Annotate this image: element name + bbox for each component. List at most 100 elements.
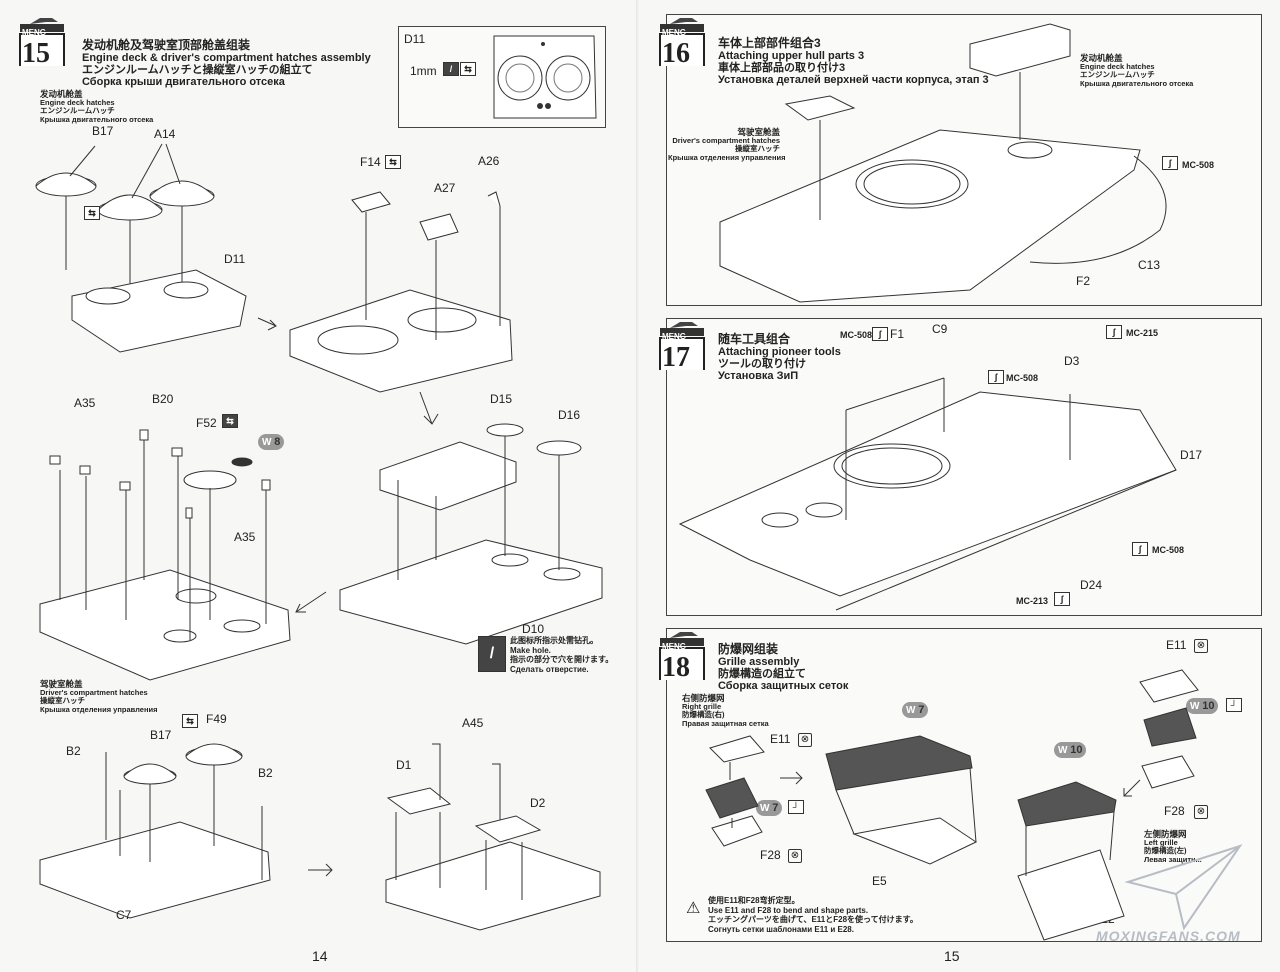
bend-icon: ʃ <box>988 370 1004 384</box>
sub-jp: エンジンルームハッチ <box>1080 70 1155 79</box>
flip-icon: ⇆ <box>84 206 100 220</box>
watermark-plane-icon <box>1124 844 1243 931</box>
part-e11: E11 <box>770 732 791 746</box>
d11-part-outline <box>493 35 597 119</box>
bend-icon: ʃ <box>1132 542 1148 556</box>
brand-label: MENG <box>22 28 46 37</box>
drill-icon: / <box>443 62 459 76</box>
note-en: Make hole. <box>510 645 551 655</box>
page-number: 14 <box>312 948 328 964</box>
part-c13: C13 <box>1138 258 1161 272</box>
paint-number: 7 <box>772 802 779 814</box>
hole-note: 此图标所指示处需钻孔。 Make hole. 指示の部分で穴を開けます。 Сде… <box>510 636 613 674</box>
meng-logo-step-15 <box>19 18 65 66</box>
paint-badge-w7: W 7 <box>756 800 783 816</box>
title-ru: Установка ЗиП <box>718 370 799 382</box>
sub-ru: Правая защитная сетка <box>682 718 769 728</box>
title-jp: 防爆構造の組立て <box>718 668 806 680</box>
sub-en: Driver's compartment hatches <box>672 135 780 145</box>
remove-icon: ⊗ <box>1194 639 1208 653</box>
paint-number: 10 <box>1070 744 1083 756</box>
mc-213-label: MC-213 <box>1016 596 1049 606</box>
sub-jp: 防爆構造(右) <box>682 710 725 719</box>
bend-icon: ʃ <box>1162 156 1178 170</box>
drill-size-label: 1mm <box>410 64 437 78</box>
title-en: Attaching upper hull parts 3 <box>718 50 865 62</box>
part-a35-second: A35 <box>234 530 256 544</box>
note-ru: Согнуть сетки шаблонами E11 и E28. <box>708 924 854 934</box>
title-ru: Сборка крыши двигательного отсека <box>82 76 285 88</box>
sub-jp: 操縦室ハッチ <box>735 144 780 153</box>
step-number: 15 <box>22 38 50 69</box>
part-b20: B20 <box>152 392 174 406</box>
part-a35: A35 <box>74 396 96 410</box>
part-b17: B17 <box>92 124 114 138</box>
flip-icon: ⇆ <box>182 714 198 728</box>
part-f28: F28 <box>760 848 781 862</box>
sub-en: Driver's compartment hatches <box>40 687 148 697</box>
right-grille-subtitle: 右侧防爆网 Right grille 防爆構造(右) Правая защитн… <box>682 694 769 728</box>
mc-215-label: MC-215 <box>1126 328 1159 338</box>
drill-hole-icon: / <box>478 636 506 672</box>
title-jp: 車体上部部品の取り付け3 <box>718 62 846 74</box>
sub-cn: 驾驶室舱盖 <box>40 679 83 689</box>
left-grille-subtitle: 左侧防爆网 Left grille 防爆構造(左) Левая защитн..… <box>1144 830 1202 864</box>
d11-detail-label: D11 <box>404 32 426 46</box>
part-a26: A26 <box>478 154 500 168</box>
paint-badge-w8: W 8 <box>258 434 285 450</box>
part-e11-second: E11 <box>1166 638 1187 652</box>
part-b2: B2 <box>66 744 81 758</box>
title-ru: Установка деталей верхней части корпуса,… <box>718 74 989 86</box>
paint-badge-w10-second: W 10 <box>1186 698 1219 714</box>
bend-icon: ʃ <box>872 327 888 341</box>
part-f49: F49 <box>206 712 227 726</box>
sub-jp: 防爆構造(左) <box>1144 846 1187 855</box>
part-f52: F52 <box>196 416 217 430</box>
step-title: 防爆网组装 Grille assembly 防爆構造の組立て Сборка за… <box>718 642 848 692</box>
flip-icon: ⇆ <box>222 414 238 428</box>
sub-ru: Крышка отделения управления <box>40 704 158 714</box>
note-ru: Сделать отверстие. <box>510 664 589 674</box>
brand-label: MENG <box>662 28 686 37</box>
part-f1: F1 <box>890 327 905 341</box>
step-number: 16 <box>662 38 690 69</box>
flip-icon: ⇆ <box>385 155 401 169</box>
step-title: 发动机舱及驾驶室顶部舱盖组装 Engine deck & driver's co… <box>82 38 371 88</box>
title-jp: エンジンルームハッチと操縦室ハッチの組立て <box>82 64 313 76</box>
step-title: 车体上部部件组合3 Attaching upper hull parts 3 車… <box>718 36 989 86</box>
part-c9: C9 <box>932 322 948 336</box>
mc-508-label: MC-508 <box>1182 160 1215 170</box>
note-en: Use E11 and F28 to bend and shape parts. <box>708 905 869 915</box>
part-d15: D15 <box>490 392 513 406</box>
remove-icon: ⊗ <box>798 733 812 747</box>
part-c7: C7 <box>116 908 132 922</box>
step-number: 17 <box>662 342 690 373</box>
note-cn: 使用E11和F28弯折定型。 <box>708 896 800 905</box>
sub-ru: Левая защитн... <box>1144 854 1202 864</box>
part-d11: D11 <box>224 252 246 266</box>
part-d2: D2 <box>530 796 546 810</box>
title-cn: 发动机舱及驾驶室顶部舱盖组装 <box>82 38 251 52</box>
mc-508-label: MC-508 <box>840 330 873 340</box>
engine-hatches-subtitle: 发动机舱盖 Engine deck hatches エンジンルームハッチ Кры… <box>1080 54 1193 88</box>
part-e5: E5 <box>872 874 887 888</box>
mc-508-label-second: MC-508 <box>1006 373 1039 383</box>
sub-cn: 发动机舱盖 <box>40 89 83 99</box>
title-cn: 车体上部部件组合3 <box>718 36 821 50</box>
part-d10: D10 <box>522 622 545 636</box>
part-f2: F2 <box>1076 274 1091 288</box>
title-jp: ツールの取り付け <box>718 358 806 370</box>
bend-icon: ┘ <box>1226 698 1242 712</box>
sub-ru: Крышка двигательного отсека <box>1080 78 1194 88</box>
watermark-text: MOXINGFANS.COM <box>1096 928 1241 944</box>
note-jp: エッチングパーツを曲げて、E11とF28を使って付けます。 <box>708 915 918 924</box>
meng-logo-step-18 <box>659 632 705 680</box>
note-cn: 此图标所指示处需钻孔。 <box>510 636 598 645</box>
bend-note: 使用E11和F28弯折定型。 Use E11 and F28 to bend a… <box>708 896 918 934</box>
warning-icon: ⚠ <box>686 900 701 917</box>
sub-ru: Крышка двигательного отсека <box>40 114 154 124</box>
right-page: MENG 16 车体上部部件组合3 Attaching upper hull p… <box>640 0 1280 972</box>
paint-badge-w10: W 10 <box>1054 742 1087 758</box>
title-en: Attaching pioneer tools <box>718 346 841 358</box>
part-b17-second: B17 <box>150 728 172 742</box>
